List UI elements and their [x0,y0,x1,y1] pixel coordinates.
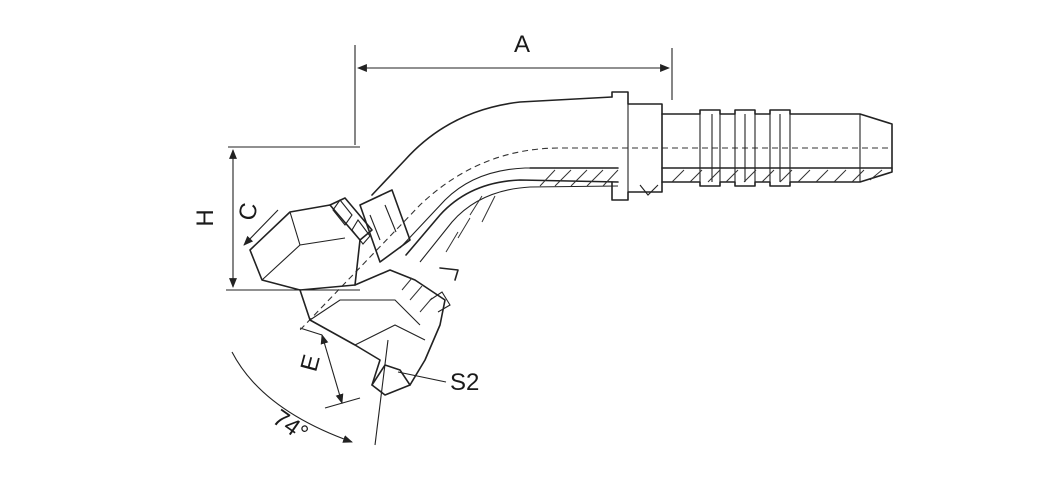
tube-section [445,167,619,253]
hose-tail [661,109,893,187]
dimension-a: A [354,31,673,145]
label-c: C [234,201,264,223]
dimension-e: E [296,327,361,409]
dimension-h: H [192,146,360,291]
collar [359,189,411,263]
label-h: H [192,209,219,226]
leader-s2: S2 [397,369,479,396]
label-a: A [514,31,530,58]
label-s2: S2 [450,369,479,396]
label-angle: 74° [268,404,313,447]
centerline [299,147,888,331]
dimension-c: C [234,201,279,246]
label-e: E [296,352,326,374]
hex-nut [249,197,373,291]
bent-tube [371,91,663,263]
seal-nose [299,267,459,396]
